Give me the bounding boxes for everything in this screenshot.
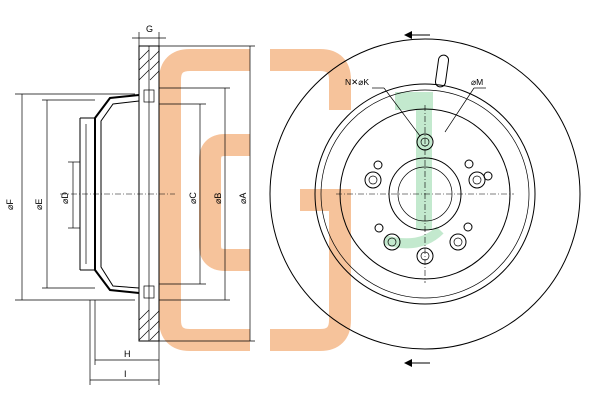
section-view bbox=[60, 45, 175, 342]
small-holes bbox=[373, 159, 493, 233]
dim-label-h: H bbox=[124, 349, 131, 359]
dim-label-c: ⌀C bbox=[188, 192, 198, 204]
dimension-lines bbox=[15, 32, 255, 385]
bolt-holes bbox=[364, 133, 486, 265]
watermark-logo bbox=[159, 49, 444, 351]
dim-label-m: ⌀M bbox=[471, 77, 483, 87]
dim-label-k: N✕⌀K bbox=[345, 77, 369, 87]
dim-label-e: ⌀E bbox=[34, 199, 44, 210]
dim-label-d: ⌀D bbox=[60, 192, 70, 204]
dim-label-f: ⌀F bbox=[5, 199, 15, 210]
front-view bbox=[269, 38, 581, 350]
dim-label-g: G bbox=[146, 24, 153, 34]
dim-label-a: ⌀A bbox=[238, 193, 248, 204]
dim-label-i: I bbox=[124, 369, 127, 379]
dim-label-b: ⌀B bbox=[213, 193, 223, 204]
rotation-arrow-icon bbox=[404, 31, 430, 367]
